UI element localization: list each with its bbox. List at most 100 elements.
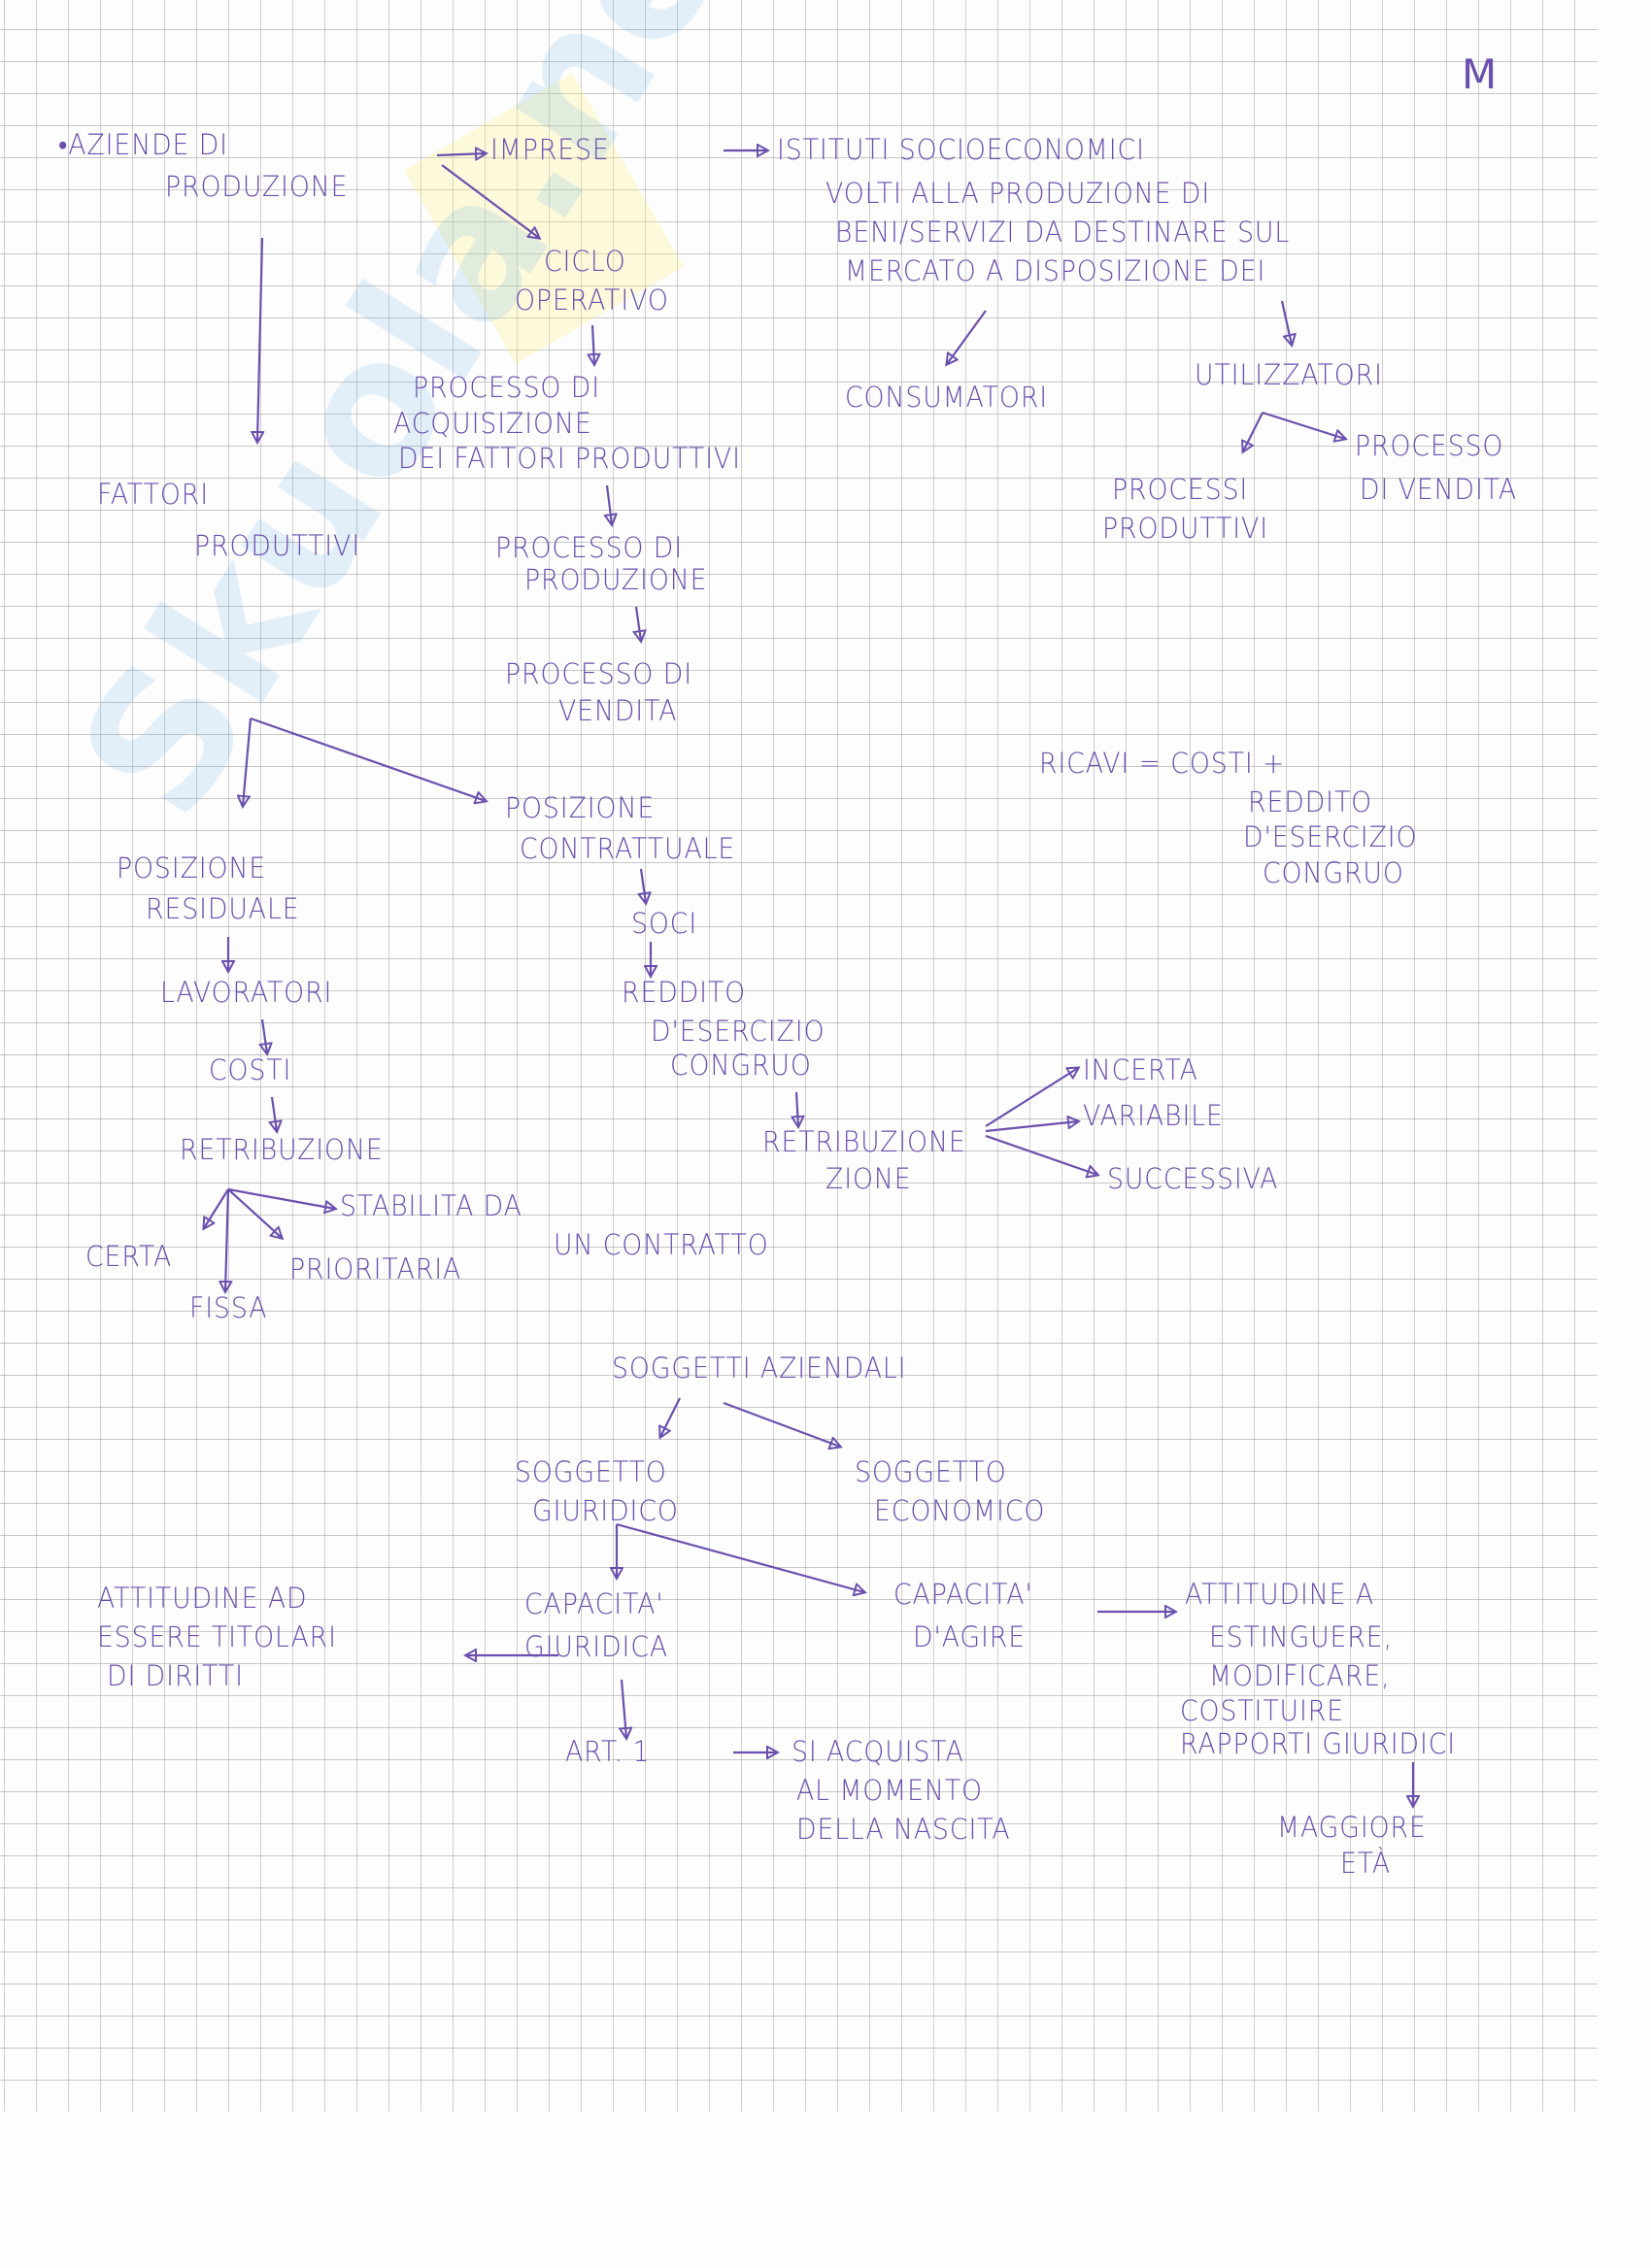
node-processo-vendita: DI VENDITA <box>1360 473 1518 506</box>
arrow <box>272 1096 277 1131</box>
node-capacita-giuridica: GIURIDICA <box>524 1630 669 1663</box>
node-reddito: CONGRUO <box>670 1049 812 1082</box>
formula-ricavi: REDDITO <box>1248 785 1373 818</box>
node-definition: MERCATO A DISPOSIZIONE DEI <box>845 254 1266 287</box>
node-soggetti-aziendali: SOGGETTI AZIENDALI <box>612 1351 907 1384</box>
node-acquisizione: ACQUISIZIONE <box>393 407 592 440</box>
formula-ricavi: RICAVI = COSTI + <box>1039 747 1286 780</box>
node-acquisizione: DEI FATTORI PRODUTTIVI <box>398 442 741 475</box>
node-definition: BENI/SERVIZI DA DESTINARE SUL <box>835 216 1291 249</box>
node-aziende: PRODUZIONE <box>165 170 349 203</box>
node-residuale: POSIZIONE <box>117 851 267 884</box>
page-number: M <box>1462 50 1498 98</box>
node-aziende: •AZIENDE DI <box>58 128 228 161</box>
node-soggetto-giuridico: SOGGETTO <box>515 1455 667 1488</box>
node-retribuzione-soci: RETRIBUZIONE <box>762 1125 966 1158</box>
arrow <box>641 868 646 903</box>
node-stabilita: UN CONTRATTO <box>554 1228 769 1261</box>
node-soggetto-giuridico: GIURIDICO <box>532 1494 679 1527</box>
node-soggetto-economico: ECONOMICO <box>874 1494 1046 1527</box>
arrow <box>985 1068 1078 1127</box>
node-processi-produttivi: PRODUTTIVI <box>1102 512 1269 545</box>
node-contrattuale: POSIZIONE <box>505 791 656 824</box>
node-reddito: REDDITO <box>622 976 747 1009</box>
node-attitudine-diritti: DI DIRITTI <box>107 1659 244 1692</box>
node-processi-produttivi: PROCESSI <box>1112 473 1249 506</box>
node-soggetto-economico: SOGGETTO <box>855 1455 1007 1488</box>
node-certa: CERTA <box>85 1240 173 1273</box>
node-attitudine-diritti: ESSERE TITOLARI <box>97 1620 337 1653</box>
arrow <box>1280 300 1292 345</box>
node-lavoratori: LAVORATORI <box>160 976 333 1009</box>
node-acquisizione: PROCESSO DI <box>413 371 600 404</box>
arrow <box>1243 412 1264 451</box>
arrow <box>257 237 262 442</box>
arrow <box>225 1188 228 1291</box>
arrow <box>250 717 486 801</box>
arrow <box>660 1397 681 1437</box>
arrow <box>262 1018 267 1053</box>
node-vendita: PROCESSO DI <box>505 657 692 690</box>
arrow <box>985 1134 1097 1175</box>
node-capacita-agire: CAPACITA' <box>893 1578 1033 1611</box>
node-contrattuale: CONTRATTUALE <box>520 832 736 865</box>
arrow <box>227 1188 282 1238</box>
node-attitudine-rapporti: ESTINGUERE, <box>1209 1620 1393 1653</box>
arrow <box>947 310 987 364</box>
node-fattori: FATTORI <box>97 478 210 511</box>
node-produzione: PROCESSO DI <box>495 531 683 564</box>
node-costi: COSTI <box>209 1053 292 1086</box>
node-attitudine-rapporti: MODIFICARE, <box>1209 1659 1391 1692</box>
node-art1: ART. 1 <box>565 1735 651 1768</box>
node-processo-vendita: PROCESSO <box>1355 429 1504 462</box>
node-si-acquista: SI ACQUISTA <box>792 1735 964 1768</box>
arrow <box>723 1401 840 1447</box>
node-ciclo: OPERATIVO <box>515 284 669 317</box>
arrow <box>796 1091 798 1126</box>
node-variabile: VARIABILE <box>1083 1099 1224 1132</box>
node-maggiore-eta: MAGGIORE <box>1277 1811 1427 1844</box>
node-produzione: PRODUZIONE <box>524 563 708 596</box>
node-successiva: SUCCESSIVA <box>1107 1162 1279 1195</box>
arrow <box>616 1522 864 1592</box>
node-soci: SOCI <box>631 907 698 940</box>
formula-ricavi: D'ESERCIZIO <box>1243 820 1418 853</box>
arrow <box>636 606 641 641</box>
node-attitudine-rapporti: RAPPORTI GIURIDICI <box>1180 1727 1457 1760</box>
node-si-acquista: AL MOMENTO <box>796 1774 983 1807</box>
arrow <box>243 717 253 806</box>
formula-ricavi: CONGRUO <box>1263 856 1404 889</box>
arrow <box>622 1679 626 1738</box>
node-attitudine-rapporti: ATTITUDINE A <box>1185 1578 1375 1611</box>
node-istituti: ISTITUTI SOCIOECONOMICI <box>777 133 1145 166</box>
arrow <box>441 164 539 238</box>
arrow <box>592 324 594 364</box>
node-incerta: INCERTA <box>1083 1053 1198 1086</box>
node-definition: VOLTI ALLA PRODUZIONE DI <box>826 177 1211 210</box>
node-retribuzione-soci: ZIONE <box>826 1162 912 1195</box>
node-stabilita: STABILITA DA <box>340 1189 522 1222</box>
node-fissa: FISSA <box>189 1291 268 1324</box>
arrow <box>436 153 486 155</box>
node-vendita: VENDITA <box>558 694 678 727</box>
node-ciclo: CICLO <box>544 245 626 278</box>
node-si-acquista: DELLA NASCITA <box>796 1813 1011 1846</box>
arrow <box>1262 411 1345 439</box>
arrow <box>227 1187 335 1209</box>
node-utilizzatori: UTILIZZATORI <box>1195 358 1383 391</box>
node-reddito: D'ESERCIZIO <box>651 1015 826 1048</box>
arrow <box>204 1188 229 1228</box>
node-consumatori: CONSUMATORI <box>845 381 1049 414</box>
node-attitudine-rapporti: COSTITUIRE <box>1180 1694 1345 1727</box>
node-retribuzione: RETRIBUZIONE <box>180 1133 384 1166</box>
node-prioritaria: PRIORITARIA <box>289 1252 462 1285</box>
node-maggiore-eta: ETÀ <box>1340 1847 1392 1880</box>
node-fattori: PRODUTTIVI <box>194 529 361 562</box>
node-capacita-giuridica: CAPACITA' <box>524 1587 664 1620</box>
arrow <box>985 1121 1078 1133</box>
node-capacita-agire: D'AGIRE <box>913 1620 1027 1653</box>
node-imprese: IMPRESE <box>490 133 610 166</box>
arrow <box>607 484 612 524</box>
node-residuale: RESIDUALE <box>146 892 300 925</box>
